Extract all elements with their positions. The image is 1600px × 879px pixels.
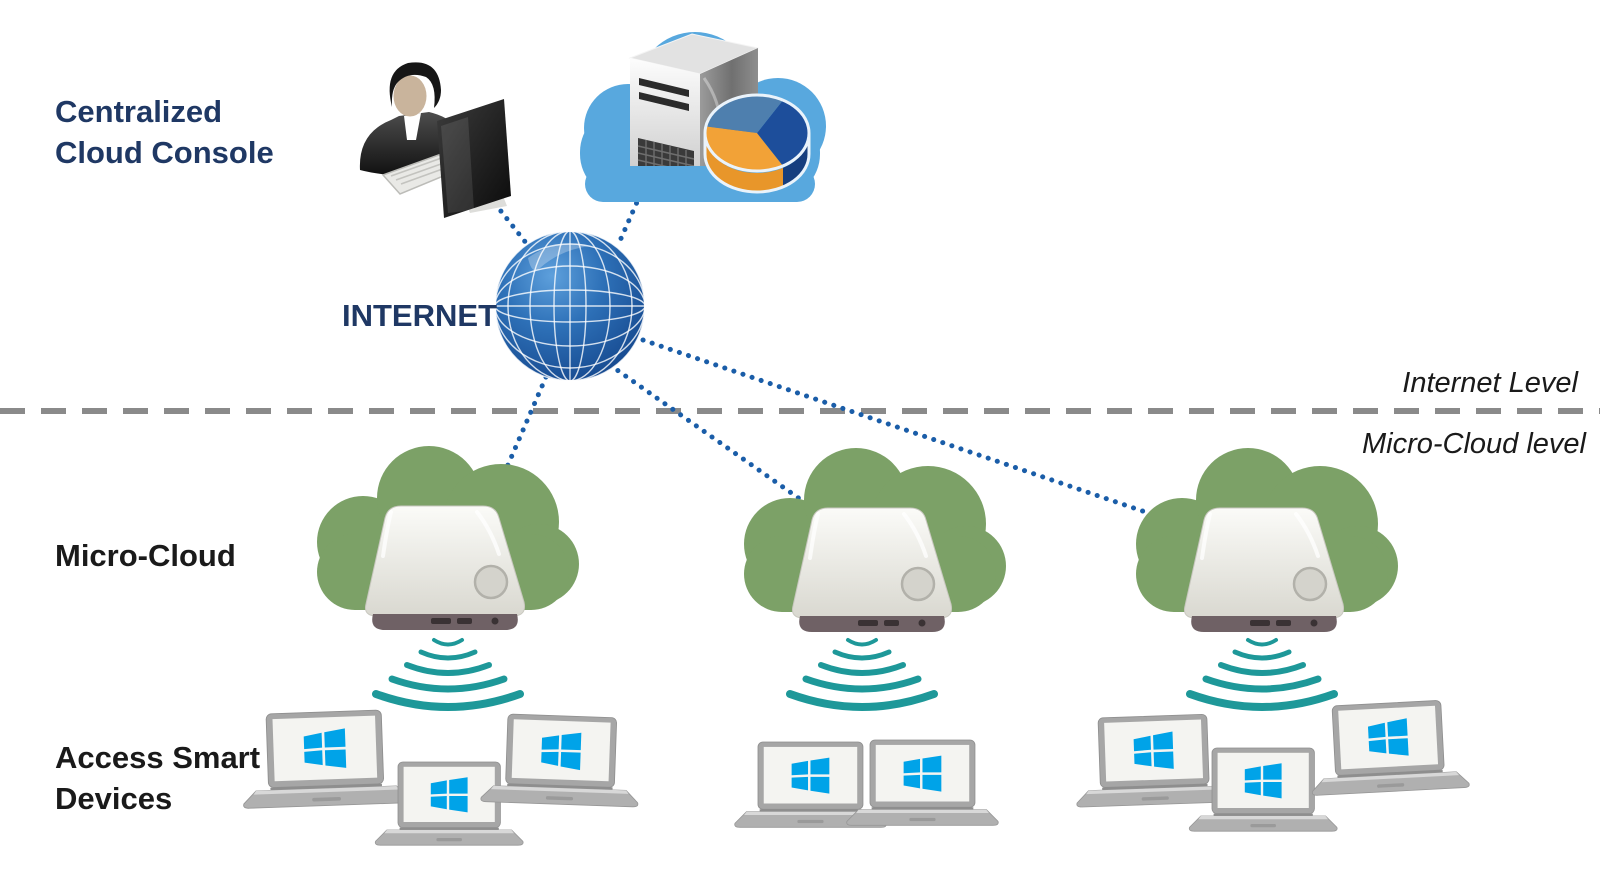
wifi-signal-3-icon — [1190, 640, 1334, 707]
micro-cloud-label: Micro-Cloud — [55, 538, 236, 573]
wifi-signal-2-icon — [790, 640, 934, 707]
monitor-panel — [437, 99, 511, 218]
pie-chart — [703, 93, 811, 194]
laptop-group-1 — [240, 708, 642, 846]
micro-cloud-level-label: Micro-Cloud level — [1362, 428, 1588, 460]
internet-label: INTERNET — [342, 298, 497, 333]
admin-face — [393, 75, 427, 117]
cloud-server-pie-icon — [580, 32, 826, 202]
windows-laptop-icon — [1073, 712, 1235, 808]
laptop-group-2 — [734, 739, 999, 828]
admin-shirt — [404, 113, 421, 140]
laptop-group-3 — [1073, 698, 1470, 832]
edge-internet-microcloud2 — [607, 362, 827, 519]
micro-cloud-2 — [742, 446, 1008, 634]
edge-server-internet — [616, 165, 655, 246]
console-label-line2: Cloud Console — [55, 135, 274, 170]
devices-label-line2: Devices — [55, 781, 172, 816]
edge-internet-microcloud1 — [482, 374, 549, 521]
admin-hair — [389, 62, 441, 108]
console-label-line1: Centralized — [55, 94, 222, 129]
micro-cloud-1 — [315, 444, 581, 632]
internet-globe-icon — [494, 230, 646, 382]
internet-level-label: Internet Level — [1402, 367, 1579, 399]
windows-laptop-icon — [240, 708, 411, 809]
windows-laptop-icon — [374, 761, 524, 846]
windows-laptop-icon — [1307, 698, 1470, 796]
wifi-signal-1-icon — [376, 640, 520, 707]
admin-at-computer-icon — [359, 62, 511, 218]
windows-laptop-icon — [480, 712, 642, 808]
windows-laptop-icon — [846, 739, 999, 826]
edge-internet-microcloud3 — [640, 337, 1201, 533]
devices-label-line1: Access Smart — [55, 740, 260, 775]
micro-cloud-3 — [1134, 446, 1400, 634]
